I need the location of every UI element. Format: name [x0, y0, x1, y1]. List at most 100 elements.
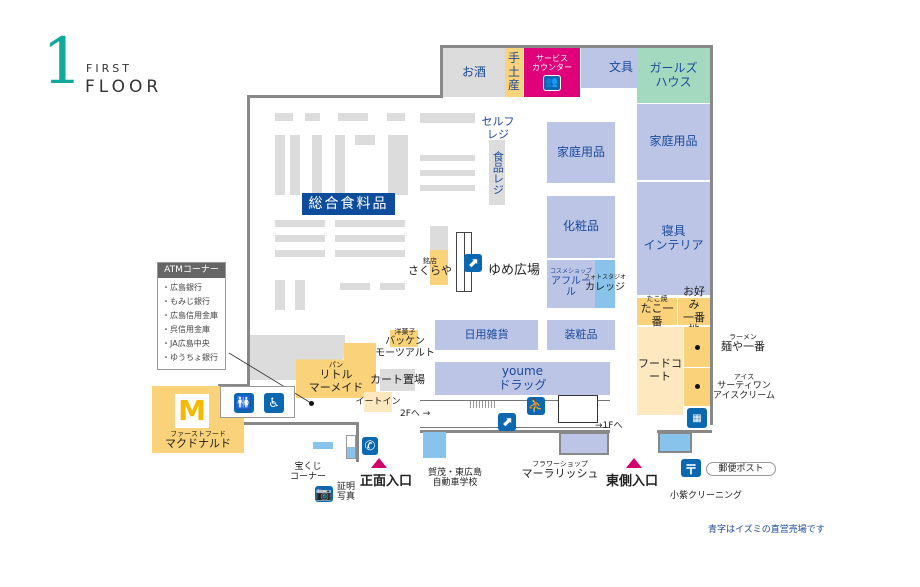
menya-label: 麺や一番	[721, 340, 765, 354]
shelf	[305, 113, 320, 121]
atm-item: ・広島銀行	[162, 283, 202, 292]
shelf	[380, 283, 405, 290]
shelf	[275, 235, 325, 242]
to-1f-label: 1F	[602, 421, 614, 431]
store-little-mermaid[interactable]: パン リトル マーメイド	[296, 343, 376, 398]
camera-icon: 📷	[315, 486, 333, 502]
label-menya: ラーメン 麺や一番	[716, 333, 770, 354]
eat-in[interactable]: イートイン	[356, 392, 401, 412]
wall	[356, 422, 359, 462]
wall	[420, 430, 610, 433]
store-flower[interactable]	[559, 432, 609, 455]
to-2f: 2Fへ →	[400, 409, 431, 419]
bakken-sub: 洋菓子	[394, 328, 416, 336]
shelf	[275, 250, 325, 257]
store-nichiyo[interactable]: 日用雑貨	[435, 320, 538, 350]
store-cleaning[interactable]	[658, 432, 692, 453]
legend-note: 青字はイズミの直営売場です	[708, 525, 825, 535]
store-ice[interactable]	[684, 368, 710, 406]
entrance-main-marker	[371, 458, 387, 468]
atm-title: ATMコーナー	[158, 263, 225, 278]
store-college[interactable]: フォトスタジオ カレッジ	[584, 260, 626, 308]
cart-area: カート置場	[370, 369, 425, 391]
to-1f: →1Fへ	[595, 421, 623, 431]
wall	[657, 430, 712, 433]
escalator-icon: ⬈	[464, 254, 482, 272]
store-menya[interactable]	[684, 327, 710, 367]
store-girls-house[interactable]: ガールズ ハウス	[637, 48, 710, 103]
store-tako[interactable]: たこ焼 たこ一番	[637, 295, 677, 328]
yume-hiroba-label[interactable]: ゆめ広場	[488, 263, 541, 278]
little-sub: パン	[328, 360, 344, 369]
atm-item: ・JA広島中央	[162, 339, 210, 348]
shelf	[388, 135, 408, 195]
entrance-east-label[interactable]: 東側入口	[606, 474, 659, 489]
stairs	[470, 401, 495, 408]
self-regi-label: セルフ レジ	[481, 115, 515, 141]
store-bakken[interactable]	[390, 330, 418, 347]
cleaning-label: 小紫クリーニング	[670, 491, 743, 501]
store-katei-mid[interactable]: 家庭用品	[547, 122, 615, 183]
menya-sub: ラーメン	[729, 333, 757, 341]
shelf	[420, 185, 475, 191]
sakuraya-label: さくらや	[408, 264, 452, 278]
atm-corner[interactable]: ATMコーナー ・広島銀行 ・もみじ銀行 ・広島信用金庫 ・呉信用金庫 ・JA広…	[157, 262, 226, 370]
shelf	[387, 113, 405, 121]
store-keshouhin[interactable]: 化粧品	[547, 196, 615, 258]
wall	[247, 95, 250, 385]
shelf	[275, 113, 293, 121]
kamo-label: 賀茂・東広島 自動車学校	[427, 468, 482, 489]
shokuhin-regi[interactable]: 食品レジ	[489, 140, 505, 205]
mcd-text: ファーストフード マクドナルド	[152, 430, 244, 451]
post-label: 郵便ポスト	[706, 462, 776, 476]
service-counter[interactable]: サービス カウンター 👥	[524, 48, 580, 97]
store-temiyage[interactable]: 手土産	[505, 48, 523, 97]
shomei-label: 証明 写真	[337, 482, 356, 502]
shelf	[420, 155, 475, 161]
shelf	[420, 170, 475, 176]
kids-room-icon: ▦	[687, 408, 707, 428]
wall	[218, 384, 250, 387]
mcd-sub: ファーストフード	[170, 430, 226, 438]
store-katei-right[interactable]: 家庭用品	[637, 104, 710, 180]
store-mcdonalds[interactable]: M ファーストフード マクドナルド	[152, 386, 244, 453]
wall	[440, 45, 443, 97]
takarakuji-label: 宝くじ コーナー	[289, 462, 326, 483]
floor-label: FLOOR	[85, 77, 163, 97]
shelf	[430, 226, 448, 250]
store-osake[interactable]: お酒	[443, 48, 505, 97]
store-soshohin[interactable]: 装粧品	[547, 320, 615, 350]
store-shingu[interactable]: 寝具 インテリア	[637, 182, 710, 295]
to-2f-label: 2F	[400, 409, 411, 419]
takarakuji-booth[interactable]	[313, 442, 333, 449]
store-kamo[interactable]	[423, 432, 446, 458]
store-tako-label: たこ一番	[640, 301, 674, 328]
flower-label: マーラリッシュ	[521, 467, 599, 481]
shelf	[312, 135, 322, 195]
store-college-sub: フォトスタジオ	[584, 273, 627, 281]
store-youme-drug[interactable]: youme ドラッグ	[435, 362, 610, 395]
label-bakken: 洋菓子 バッケン モーツアルト	[375, 328, 435, 359]
flower-sub: フラワーショップ	[532, 460, 588, 468]
ice-label: サーティワン アイスクリーム	[712, 381, 775, 402]
flower-text: フラワーショップ マーラリッシュ	[520, 460, 600, 481]
shelf	[335, 250, 405, 257]
elevator[interactable]	[558, 395, 598, 423]
shelf	[338, 113, 368, 121]
store-afuru[interactable]: コスメショップ アフルール	[547, 260, 595, 308]
shelf	[335, 135, 345, 195]
bakken-label: バッケン モーツアルト	[375, 336, 435, 359]
wall	[440, 45, 713, 48]
shelf	[420, 113, 475, 123]
wall	[710, 45, 713, 425]
store-sakuraya[interactable]	[430, 250, 448, 285]
photo-booth[interactable]	[346, 435, 356, 459]
atm-item: ・広島信用金庫	[162, 311, 218, 320]
foodcourt: フードコート	[637, 327, 683, 415]
entrance-main-label[interactable]: 正面入口	[360, 474, 413, 489]
shelf	[275, 280, 285, 310]
location-dot	[695, 384, 700, 389]
shelf	[355, 135, 375, 145]
wall	[247, 95, 443, 98]
